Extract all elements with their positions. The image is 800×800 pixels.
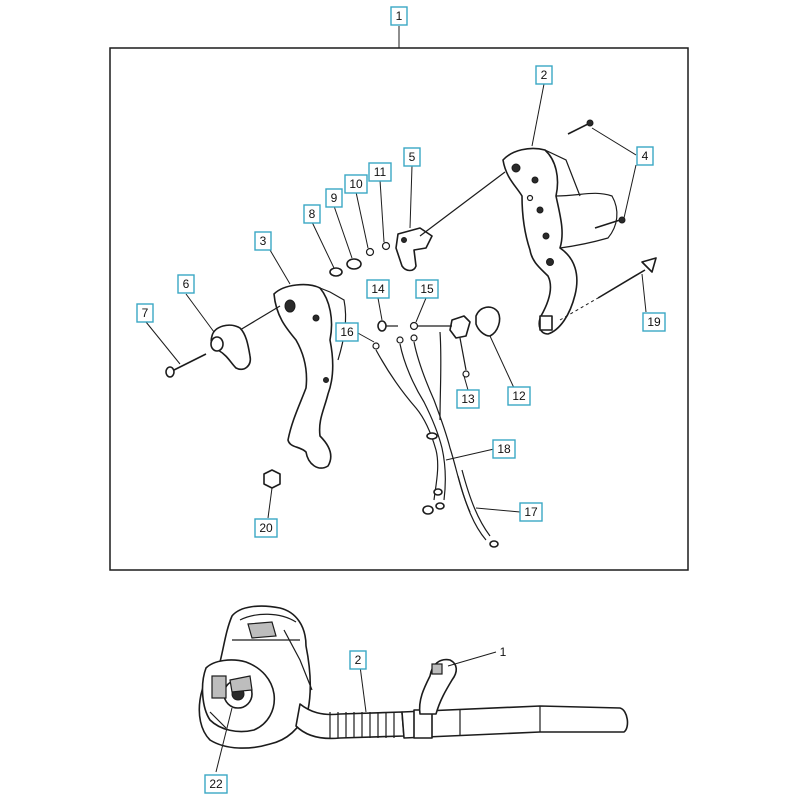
svg-text:18: 18 [497,442,511,456]
part-20-nut [263,469,281,489]
part-11-pin [381,241,391,251]
overview-callout-pipe[interactable]: 2 [349,650,367,670]
svg-text:11: 11 [374,165,387,179]
callout-7[interactable]: 7 [136,303,154,323]
svg-text:9: 9 [331,191,338,205]
svg-text:8: 8 [309,207,316,221]
callout-19[interactable]: 19 [642,312,666,332]
part-7-screw [165,353,207,378]
part-19-long-bolt [559,257,657,321]
svg-text:1: 1 [396,9,403,23]
overview-callout-engine[interactable]: 22 [204,774,228,794]
callout-12[interactable]: 12 [507,386,531,406]
part-4-screws [567,119,637,229]
svg-text:17: 17 [524,505,538,519]
svg-text:15: 15 [420,282,434,296]
svg-text:20: 20 [259,521,273,535]
leader-lines [145,83,647,519]
callout-14[interactable]: 14 [366,279,390,299]
part-5-trigger [395,171,506,272]
callout-18[interactable]: 18 [492,439,516,459]
svg-text:10: 10 [349,177,363,191]
svg-text:7: 7 [142,306,149,320]
callout-8[interactable]: 8 [303,204,321,224]
callout-1[interactable]: 1 [390,6,408,26]
callout-11[interactable]: 11 [368,162,392,182]
part-3-handle-half [239,283,347,469]
svg-text:5: 5 [409,150,416,164]
svg-text:6: 6 [183,277,190,291]
callout-10[interactable]: 10 [344,174,368,194]
callout-17[interactable]: 17 [519,502,543,522]
part-2-handle-bracket [502,147,618,335]
part-17-cable [457,469,499,548]
part-6-knob [210,324,252,371]
part-9-washer [346,258,362,270]
svg-text:4: 4 [642,149,649,163]
callout-20[interactable]: 20 [254,518,278,538]
svg-text:3: 3 [260,234,267,248]
svg-text:19: 19 [647,315,661,329]
part-12-switch-cap [475,306,501,337]
callout-4[interactable]: 4 [636,146,654,166]
callout-2[interactable]: 2 [535,65,553,85]
callout-5[interactable]: 5 [403,147,421,167]
overview-leaders [215,651,497,773]
part-8-washer [329,267,343,277]
part-16-terminal [372,334,418,350]
callout-16[interactable]: 16 [335,322,359,342]
part-13-switch-body [449,315,471,378]
callout-9[interactable]: 9 [325,188,343,208]
svg-text:14: 14 [371,282,385,296]
svg-text:13: 13 [461,392,475,406]
part-18-wire-harness [375,331,471,515]
svg-text:16: 16 [340,325,354,339]
part-10-spring [365,247,375,257]
callout-3[interactable]: 3 [254,231,272,251]
callout-13[interactable]: 13 [456,389,480,409]
svg-text:2: 2 [355,653,362,667]
svg-text:2: 2 [541,68,548,82]
svg-text:12: 12 [512,389,526,403]
part-14-screw [377,320,398,332]
part-15-terminal [409,321,452,331]
overview-label-handle: 1 [500,645,507,659]
blower-overview [198,605,629,749]
callout-15[interactable]: 15 [415,279,439,299]
svg-text:22: 22 [209,777,223,791]
callout-6[interactable]: 6 [177,274,195,294]
